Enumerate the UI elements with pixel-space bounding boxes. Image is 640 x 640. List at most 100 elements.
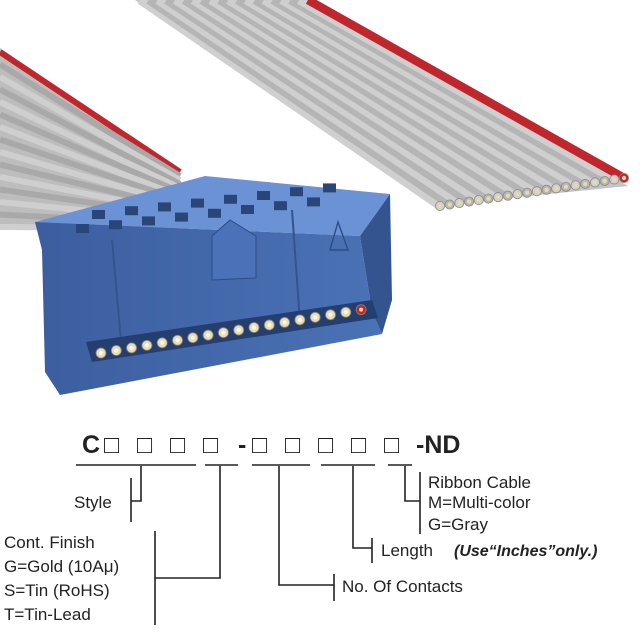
cable-conductor — [288, 0, 607, 185]
pn-suffix: -ND — [416, 431, 460, 459]
contact-hole — [307, 197, 320, 207]
contact-hole — [92, 210, 105, 219]
contact-hole — [208, 208, 221, 218]
cable-conductor — [208, 0, 520, 198]
pn-prefix: C — [82, 431, 100, 459]
cable-conductor — [0, 99, 182, 191]
cable-conductor — [0, 124, 182, 199]
conductor-wire — [505, 193, 510, 198]
contact-hole — [257, 191, 270, 200]
pn-box-7: □ — [318, 431, 334, 459]
contact-hole — [158, 202, 171, 212]
contact-hole — [191, 198, 204, 208]
pn-dash: - — [238, 431, 246, 459]
conductor-wire — [621, 175, 627, 181]
contact-pin-core — [297, 317, 302, 322]
part-number: C □ □ □ □ - □ □ □ □ □ -ND — [82, 431, 460, 459]
conductor-wire — [447, 202, 452, 207]
conductor-wire — [563, 184, 569, 190]
contact-hole — [290, 187, 303, 197]
pn-box-9: □ — [384, 431, 400, 459]
cable-conductor — [270, 0, 588, 188]
conductor-wire — [495, 194, 501, 200]
cable-conductor — [217, 0, 530, 197]
triangle-marker — [329, 219, 349, 251]
ribbon-cable-right — [135, 0, 630, 211]
conductor-wire — [544, 187, 549, 192]
conductor-wire — [476, 197, 481, 203]
connector-side — [360, 194, 392, 334]
contact-pin-core — [252, 325, 256, 330]
pn-box-4: □ — [203, 431, 219, 459]
contact-pin-core — [206, 333, 211, 338]
cable-conductor — [146, 0, 453, 209]
contact-pin-core — [190, 335, 195, 340]
conductor-wire — [515, 192, 520, 197]
contact-pin-core — [144, 343, 149, 348]
cable-conductor — [0, 86, 182, 187]
contact-pin-core — [160, 340, 165, 345]
cable-conductor — [235, 0, 549, 194]
contact-hole — [241, 205, 254, 214]
label-finish-gold: G=Gold (10Aμ) — [4, 557, 119, 576]
conductor-wire — [524, 190, 530, 195]
pn-box-1: □ — [104, 431, 120, 459]
conductor-wire — [592, 180, 598, 185]
cable-conductor — [297, 0, 617, 184]
contact-hole — [224, 194, 237, 204]
contact-hole — [142, 216, 155, 226]
contact-pin-core — [99, 351, 103, 355]
contact-pin-core — [221, 330, 226, 335]
conductor-wire — [573, 183, 578, 188]
pn-box-3: □ — [170, 431, 186, 459]
contact-pin-core — [313, 315, 318, 320]
label-length-note: (Use“Inches”only.) — [454, 543, 597, 560]
conductor-wire — [612, 177, 617, 182]
conductor-wire — [437, 203, 443, 209]
cable-conductor — [190, 0, 501, 201]
contact-pin-core — [114, 348, 119, 353]
conductor-wire — [554, 186, 559, 191]
cable-conductor — [305, 0, 627, 182]
leader-lines — [130, 466, 421, 625]
cable-conductor — [181, 0, 491, 203]
conductor-wire — [457, 200, 462, 206]
contact-pin-core — [175, 338, 180, 343]
label-ribbon-multicolor: M=Multi-color — [428, 493, 531, 512]
label-style: Style — [74, 493, 112, 512]
cable-conductor — [173, 0, 482, 204]
cable-conductor — [0, 136, 181, 203]
conductor-wire — [583, 181, 588, 187]
label-finish-tin: S=Tin (RoHS) — [4, 581, 110, 600]
cable-conductor — [0, 74, 182, 183]
label-ribbon-cable: Ribbon Cable — [428, 473, 531, 492]
contact-hole — [125, 206, 138, 216]
contact-pin-core — [282, 320, 287, 325]
label-contacts: No. Of Contacts — [342, 577, 463, 596]
cable-conductor — [164, 0, 472, 206]
pn-box-2: □ — [137, 431, 153, 459]
label-cont-finish: Cont. Finish — [4, 533, 95, 552]
cable-conductor — [0, 49, 182, 175]
conductor-wire — [466, 199, 472, 204]
conductor-wire — [486, 196, 491, 201]
contact-hole — [274, 201, 287, 211]
cable-conductor — [243, 0, 559, 192]
polarization-key — [211, 219, 257, 281]
cable-conductor — [199, 0, 511, 200]
contact-pin-core — [236, 328, 241, 333]
pn-box-6: □ — [285, 431, 301, 459]
pn-box-5: □ — [252, 431, 268, 459]
contact-pin-core — [359, 307, 364, 312]
label-ribbon-gray: G=Gray — [428, 515, 488, 534]
contact-hole — [76, 224, 89, 233]
cable-conductor — [279, 0, 598, 187]
cable-conductor — [137, 0, 443, 210]
conductor-wire — [602, 178, 607, 184]
conductor-wire — [534, 189, 540, 194]
cable-conductor — [252, 0, 569, 191]
cable-conductor — [261, 0, 578, 190]
cable-conductor — [0, 111, 182, 195]
contact-pin-core — [328, 312, 333, 317]
